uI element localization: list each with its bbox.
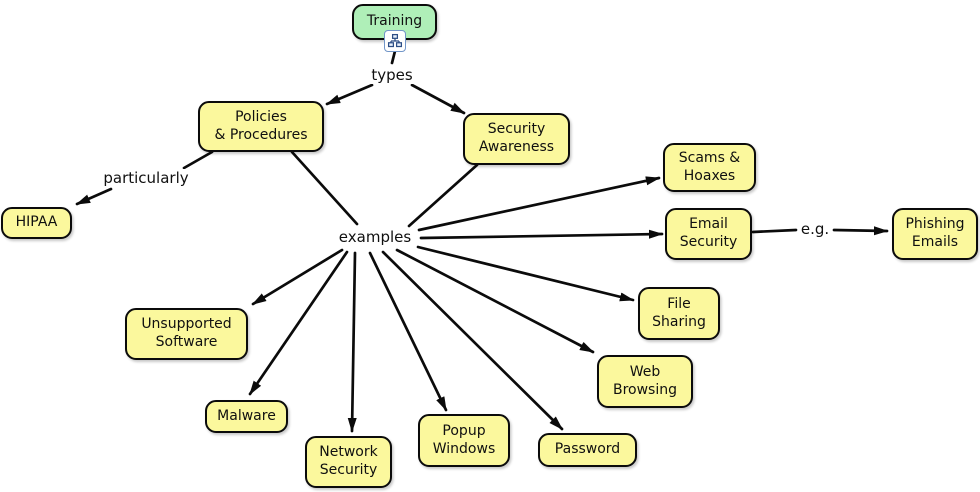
link-label-types[interactable]: types (368, 66, 416, 84)
edge-particularly-to-hipaa (75, 187, 113, 206)
node-scams-hoaxes[interactable]: Scams & Hoaxes (663, 143, 756, 192)
edge-examples-to-scams-hoaxes (417, 176, 661, 232)
edge-examples-to-malware (248, 250, 349, 396)
link-label-particularly[interactable]: particularly (100, 169, 192, 187)
node-phishing-emails[interactable]: Phishing Emails (892, 208, 978, 260)
edge-examples-to-web-browsing (395, 248, 595, 354)
link-label-eg[interactable]: e.g. (797, 220, 833, 238)
edge-training-to-types (390, 49, 397, 65)
edge-examples-to-unsupported-software (251, 248, 344, 306)
edge-security-awareness-to-examples (407, 163, 479, 228)
node-email-security[interactable]: Email Security (665, 208, 752, 260)
linked-resource-icon[interactable] (384, 30, 406, 52)
node-web-browsing[interactable]: Web Browsing (597, 355, 693, 408)
node-unsupported-software[interactable]: Unsupported Software (125, 308, 248, 360)
node-hipaa[interactable]: HIPAA (1, 207, 72, 239)
node-network-security[interactable]: Network Security (305, 436, 392, 488)
edge-examples-to-file-sharing (416, 245, 635, 302)
edge-email-security-to-eg (751, 228, 798, 234)
edge-examples-to-email-security (419, 229, 664, 240)
edge-examples-to-password (381, 250, 564, 431)
edge-types-to-policies (325, 83, 374, 106)
node-file-sharing[interactable]: File Sharing (638, 287, 720, 340)
edge-eg-to-phishing-emails (832, 226, 889, 236)
edge-policies-to-particularly (182, 150, 214, 170)
node-popup-windows[interactable]: Popup Windows (418, 414, 510, 467)
edge-types-to-security-awareness (410, 83, 466, 115)
edge-policies-to-examples (290, 150, 359, 226)
edge-examples-to-network-security (347, 251, 357, 433)
node-password[interactable]: Password (538, 433, 637, 467)
link-label-examples[interactable]: examples (335, 228, 415, 246)
org-chart-glyph (387, 33, 403, 48)
edge-examples-to-popup-windows (368, 251, 448, 412)
node-security-awareness[interactable]: Security Awareness (463, 113, 570, 165)
node-policies-procedures[interactable]: Policies & Procedures (198, 101, 324, 152)
node-malware[interactable]: Malware (205, 400, 288, 433)
